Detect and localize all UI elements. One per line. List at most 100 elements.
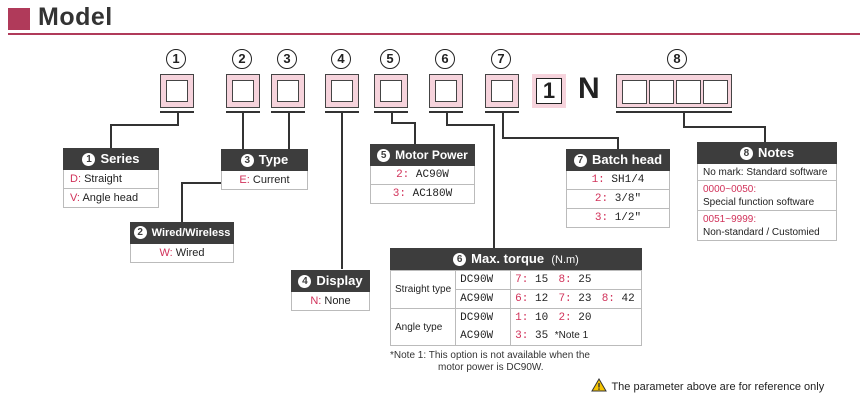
torque-table: Straight type DC90W 7: 15 8: 25 AC90W 6:…: [389, 270, 642, 346]
batch-number: 7: [573, 154, 587, 167]
connector: [502, 111, 504, 138]
batch-option: 3: 1/2": [566, 209, 670, 228]
option-code: D:: [70, 173, 81, 185]
torque-cell: 3: 35 *Note 1: [510, 327, 598, 346]
code-box-7: [485, 74, 519, 108]
header-marker: [8, 8, 30, 30]
table-row: AC90W 6: 12 7: 23 8: 42: [391, 289, 642, 309]
code-box-2: [226, 74, 260, 108]
torque-cell: 1: 10: [510, 308, 555, 327]
position-7-number: 7: [491, 49, 511, 69]
connector: [683, 111, 685, 127]
torque-code: 2:: [558, 312, 572, 324]
wired-panel: 2 Wired/Wireless W: Wired: [130, 222, 234, 263]
fixed-digit: 1: [536, 78, 562, 104]
code-box-3: [271, 74, 305, 108]
notes-text: Non-standard / Customied: [703, 227, 820, 238]
torque-value: 20: [578, 312, 592, 324]
connector: [446, 111, 448, 125]
code-box-4: [325, 74, 359, 108]
fixed-digit-box: 1: [532, 74, 566, 108]
torque-cell: [597, 308, 642, 327]
underline-8: [616, 111, 732, 113]
option-code: 2:: [396, 169, 410, 181]
option-code: N:: [310, 295, 322, 307]
table-row: Angle type DC90W 1: 10 2: 20: [389, 308, 642, 346]
notes-number: 8: [739, 147, 753, 160]
torque-code: 7:: [515, 274, 529, 286]
connector: [502, 137, 618, 139]
torque-title: Max. torque: [471, 251, 545, 266]
torque-value: 35: [534, 330, 549, 342]
connector: [683, 126, 765, 128]
connector: [177, 111, 179, 125]
connector: [288, 111, 290, 149]
torque-code: 1:: [515, 312, 529, 324]
connector: [341, 111, 343, 269]
option-text: Current: [252, 174, 290, 186]
option-code: 3:: [594, 212, 609, 224]
torque-cell: 7: 15: [510, 270, 555, 290]
torque-cell: 8: 42: [597, 289, 642, 309]
option-text: Angle head: [82, 192, 139, 204]
position-3-number: 3: [277, 49, 297, 69]
series-title: Series: [100, 151, 140, 166]
notes-row: No mark: Standard software: [697, 164, 837, 181]
torque-cell: 7: 23: [554, 289, 598, 309]
motor-option: 2: AC90W: [370, 166, 475, 185]
option-code: V:: [70, 192, 80, 204]
torque-cell: 2: 20: [554, 308, 598, 327]
torque-model: AC90W: [455, 327, 512, 346]
position-8-number: 8: [667, 49, 687, 69]
code-box-1: [160, 74, 194, 108]
type-number: 3: [240, 154, 254, 167]
connector: [181, 182, 244, 184]
torque-cell: 8: 25: [554, 270, 598, 290]
connector: [493, 124, 495, 248]
option-text: SH1/4: [611, 174, 645, 186]
series-number: 1: [82, 153, 96, 166]
torque-model: DC90W: [455, 270, 512, 290]
option-text: 3/8": [614, 193, 642, 205]
code-box-5: [374, 74, 408, 108]
torque-value: 10: [534, 312, 549, 324]
torque-value: 15: [534, 274, 549, 286]
code-box-8: [616, 74, 732, 108]
option-text: None: [324, 295, 351, 307]
connector: [764, 126, 766, 142]
connector: [414, 122, 416, 144]
option-text: AC90W: [415, 169, 449, 181]
option-text: Straight: [84, 173, 122, 185]
option-code: E:: [239, 174, 250, 186]
connector: [617, 137, 619, 149]
wired-option: W: Wired: [130, 244, 234, 263]
motor-number: 5: [377, 149, 391, 162]
option-text: 1/2": [614, 212, 642, 224]
torque-model: AC90W: [455, 289, 512, 309]
position-4-number: 4: [331, 49, 351, 69]
display-option: N: None: [291, 292, 370, 311]
torque-code: 7:: [558, 293, 572, 305]
batch-title: Batch head: [591, 152, 663, 167]
notes-text: No mark: Standard software: [703, 167, 828, 178]
connector: [181, 182, 183, 222]
position-2-number: 2: [232, 49, 252, 69]
table-row: Straight type DC90W 7: 15 8: 25: [389, 270, 642, 309]
wired-number: 2: [133, 226, 147, 239]
position-1-number: 1: [166, 49, 186, 69]
wired-title: Wired/Wireless: [151, 227, 231, 239]
torque-cell: [597, 270, 642, 290]
torque-code: 6:: [515, 293, 529, 305]
angle-type-label: Angle type: [389, 308, 457, 346]
type-title: Type: [258, 152, 289, 167]
batch-option: 2: 3/8": [566, 190, 670, 209]
position-6-number: 6: [435, 49, 455, 69]
type-panel: 3 Type E: Current: [221, 149, 308, 190]
